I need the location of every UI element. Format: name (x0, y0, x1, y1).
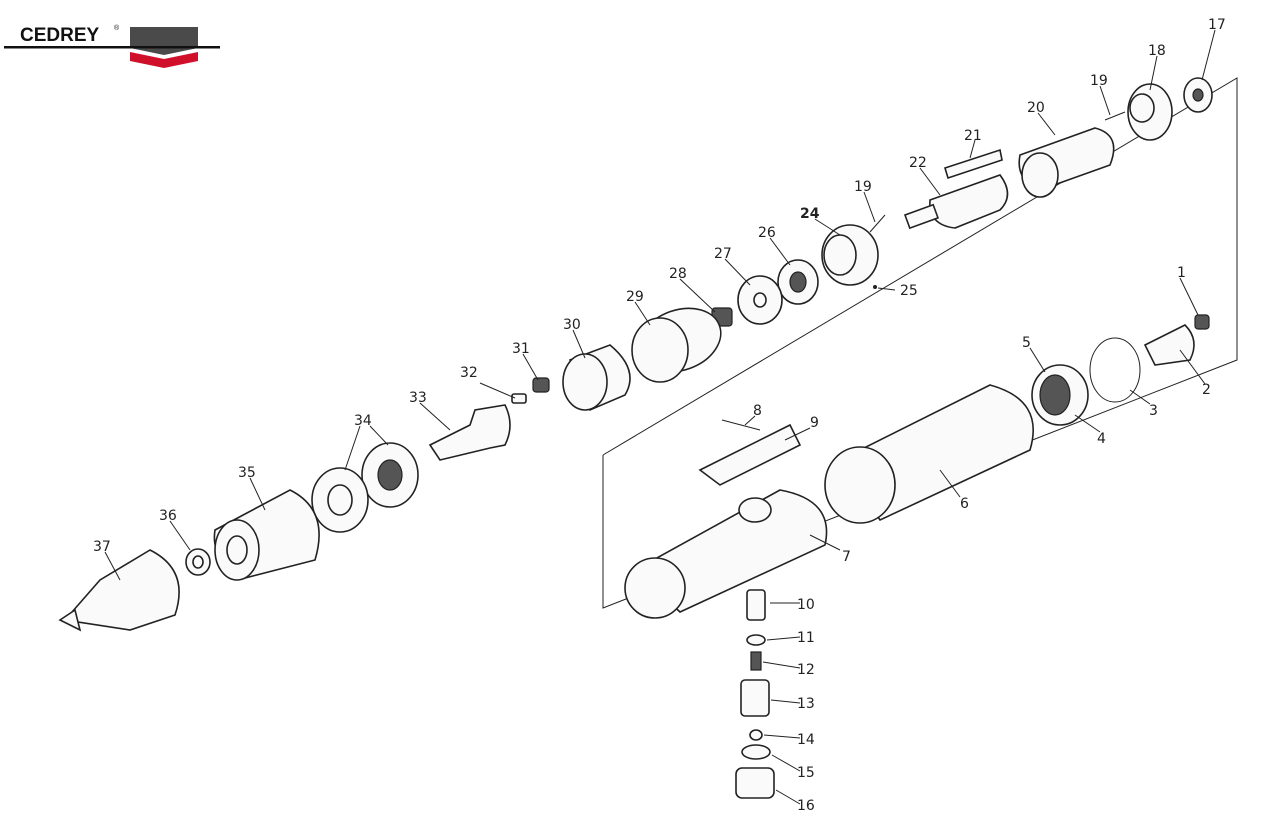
part-21 (944, 148, 1003, 180)
callout-12: 12 (797, 662, 815, 678)
part-30 (562, 344, 631, 412)
part-6 (824, 384, 1034, 524)
part-18 (1127, 83, 1173, 141)
callout-24: 24 (800, 206, 820, 222)
callout-34: 34 (354, 413, 372, 429)
callout-26: 26 (758, 225, 776, 241)
callout-6: 6 (960, 496, 969, 512)
part-15 (741, 744, 771, 760)
callout-1: 1 (1177, 265, 1186, 281)
part-33 (428, 404, 511, 461)
part-35 (213, 489, 320, 581)
callout-36: 36 (159, 508, 177, 524)
svg-text:CEDREY: CEDREY (20, 25, 100, 46)
callout-19: 19 (1090, 73, 1108, 89)
part-24 (821, 224, 879, 286)
callout-37: 37 (93, 539, 111, 555)
callout-11: 11 (797, 630, 815, 646)
part-27 (737, 275, 783, 325)
callout-5: 5 (1022, 335, 1031, 351)
callout-28: 28 (669, 266, 687, 282)
cedrey-logo: CEDREY ® (4, 24, 220, 68)
callout-32: 32 (460, 365, 478, 381)
callout-14: 14 (797, 732, 815, 748)
part-22 (903, 174, 1009, 230)
callout-3: 3 (1149, 403, 1158, 419)
part-7 (624, 489, 828, 619)
part-14 (749, 729, 763, 741)
callout-20: 20 (1027, 100, 1045, 116)
part-31 (532, 377, 550, 393)
callout-4: 4 (1097, 431, 1106, 447)
callout-9: 9 (810, 415, 819, 431)
assembly-frame (602, 77, 1238, 609)
part-17 (1183, 77, 1213, 113)
callout-7: 7 (842, 549, 851, 565)
leader-lines (104, 29, 1216, 805)
part-12 (750, 651, 762, 671)
callout-17: 17 (1208, 17, 1226, 33)
callout-29: 29 (626, 289, 644, 305)
callout-2: 2 (1202, 382, 1211, 398)
part-9 (698, 423, 802, 486)
callout-15: 15 (797, 765, 815, 781)
callout-18: 18 (1148, 43, 1166, 59)
part-11 (746, 634, 766, 646)
part-37 (58, 549, 180, 632)
callout-31: 31 (512, 341, 530, 357)
part-26 (777, 259, 819, 305)
part-13 (740, 679, 770, 717)
part-3 (1089, 337, 1141, 403)
part-29 (631, 307, 722, 383)
callout-10: 10 (797, 597, 815, 613)
callout-25: 25 (900, 283, 918, 299)
callout-8: 8 (753, 403, 762, 419)
part-5-4 (1031, 364, 1089, 426)
part-32 (511, 393, 527, 404)
callout-33: 33 (409, 390, 427, 406)
callout-21: 21 (964, 128, 982, 144)
part-16 (735, 767, 775, 799)
callout-13: 13 (797, 696, 815, 712)
part-10 (746, 589, 766, 621)
callout-27: 27 (714, 246, 732, 262)
callout-19-lower: 19 (854, 179, 872, 195)
callout-16: 16 (797, 798, 815, 814)
callout-22: 22 (909, 155, 927, 171)
part-1 (1194, 314, 1210, 330)
part-20 (1018, 127, 1115, 198)
callout-35: 35 (238, 465, 256, 481)
callout-30: 30 (563, 317, 581, 333)
part-2 (1143, 324, 1195, 366)
part-34 (311, 442, 419, 533)
svg-text:®: ® (114, 24, 120, 32)
part-36 (185, 548, 211, 576)
